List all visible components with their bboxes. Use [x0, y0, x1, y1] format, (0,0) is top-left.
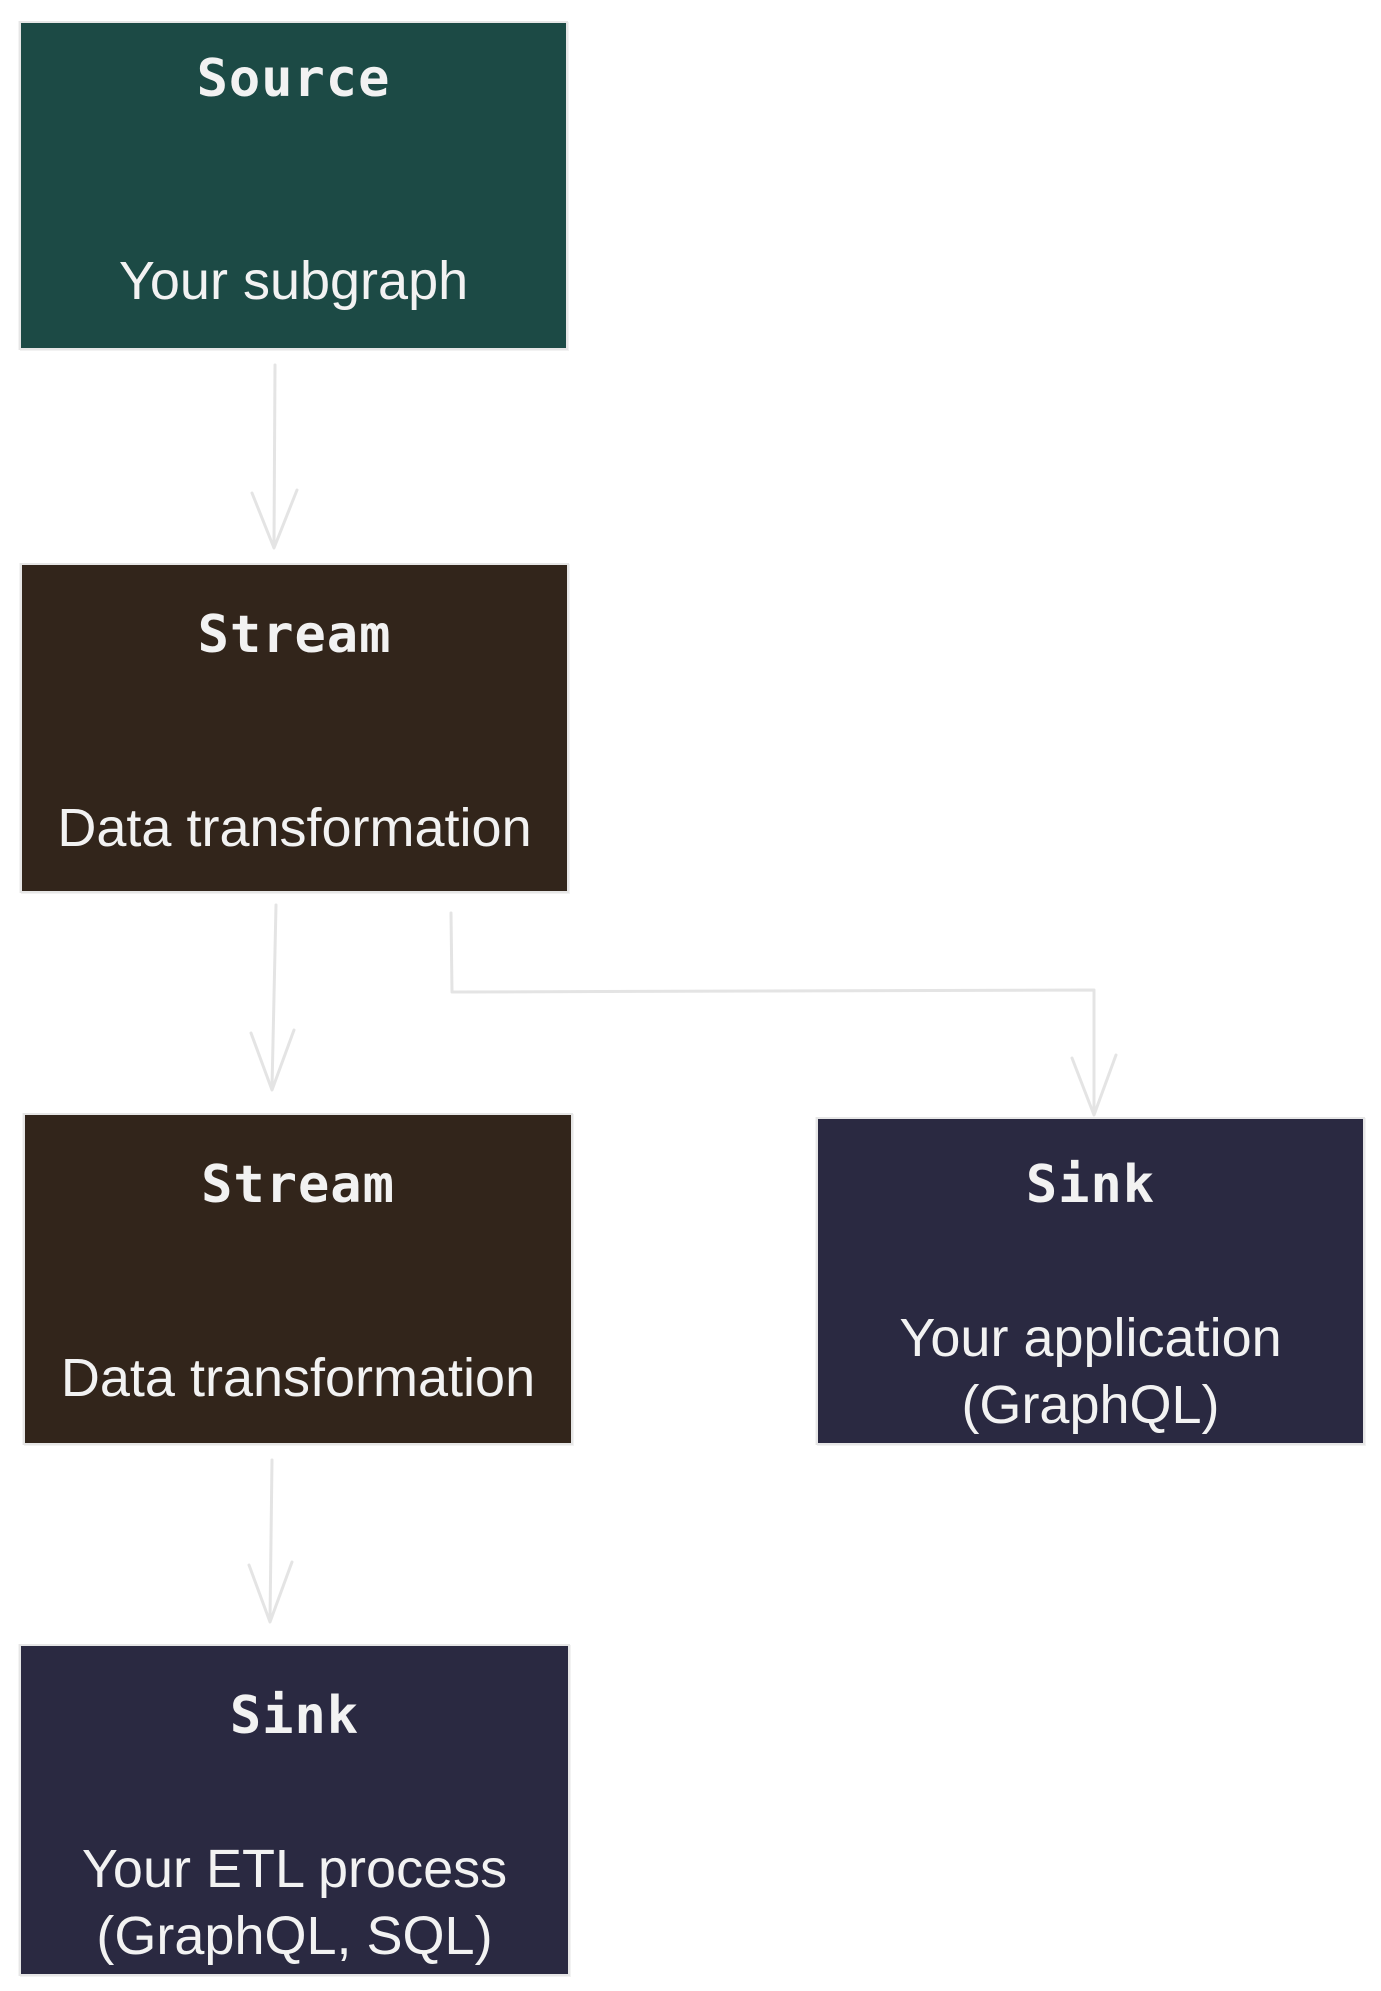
sink-node-etl-subtitle-line1: Your ETL process [81, 1839, 508, 1899]
edge-stream-1-to-stream-2 [270, 903, 278, 1090]
arrowhead-stream-2-to-sink-etl [247, 1560, 294, 1624]
stream-node-2[interactable]: Stream Data transformation [23, 1113, 573, 1445]
arrowhead-stream-1-to-sink-app [1070, 1053, 1118, 1117]
sink-node-etl[interactable]: Sink Your ETL process (GraphQL, SQL) [19, 1644, 570, 1976]
sink-node-application-subtitle-line2: (GraphQL) [961, 1375, 1220, 1435]
edge-stream-2-to-sink-etl [268, 1458, 274, 1622]
stream-node-1-subtitle: Data transformation [57, 798, 532, 858]
arrowhead-stream-1-to-stream-2 [249, 1028, 296, 1092]
stream-node-2-title: Stream [201, 1155, 395, 1215]
stream-node-1[interactable]: Stream Data transformation [20, 563, 569, 893]
arrowhead-source-to-stream-1 [250, 488, 299, 550]
sink-node-etl-subtitle-line2: (GraphQL, SQL) [96, 1906, 493, 1966]
stream-node-1-title: Stream [197, 605, 392, 665]
sink-node-application-title: Sink [1025, 1155, 1156, 1215]
source-node-title: Source [196, 49, 391, 109]
edge-source-to-stream-1 [272, 363, 277, 547]
stream-node-2-subtitle: Data transformation [60, 1348, 536, 1408]
sink-node-application-subtitle-line1: Your application [899, 1308, 1282, 1368]
edge-stream-1-to-sink-app [449, 911, 1096, 1114]
sink-node-application[interactable]: Sink Your application (GraphQL) [816, 1117, 1365, 1445]
source-node-subtitle: Your subgraph [118, 251, 469, 311]
sink-node-etl-title: Sink [229, 1686, 360, 1746]
source-node[interactable]: Source Your subgraph [19, 21, 568, 350]
